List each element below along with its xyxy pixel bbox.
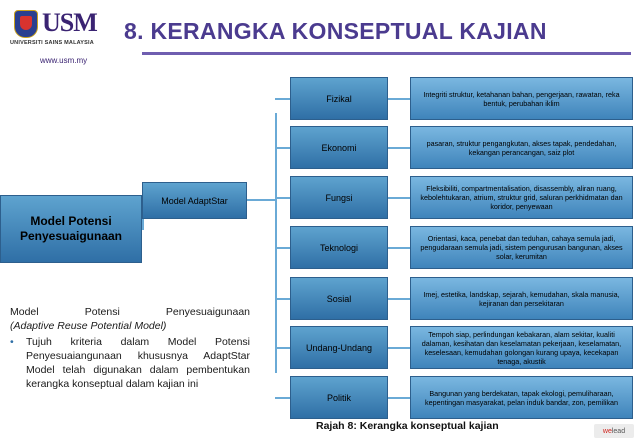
title-underline bbox=[142, 52, 631, 55]
connector-trunk-category bbox=[275, 298, 290, 300]
website-url: www.usm.my bbox=[40, 56, 88, 65]
category-box: Sosial bbox=[290, 277, 388, 320]
bullet-item: • Tujuh kriteria dalam Model Potensi Pen… bbox=[10, 335, 250, 391]
logo-wordmark: USM bbox=[42, 8, 98, 37]
category-box: Politik bbox=[290, 376, 388, 419]
connector-trunk-category bbox=[275, 397, 290, 399]
connector-mid-trunk bbox=[247, 199, 277, 201]
category-description: Fleksibiliti, compartmentalisation, disa… bbox=[410, 176, 633, 219]
university-crest-icon bbox=[14, 10, 38, 38]
category-box: Undang-Undang bbox=[290, 326, 388, 369]
figure-caption: Rajah 8: Kerangka konseptual kajian bbox=[316, 420, 499, 432]
model-description: Model Potensi Penyesuaigunaan (Adaptive … bbox=[10, 305, 250, 391]
connector-trunk-category bbox=[275, 347, 290, 349]
watermark-brand: lead bbox=[611, 427, 626, 435]
bullet-icon: • bbox=[10, 336, 14, 348]
category-box: Teknologi bbox=[290, 226, 388, 269]
model-heading: Model Potensi Penyesuaigunaan bbox=[10, 305, 250, 319]
usm-logo bbox=[8, 6, 128, 68]
category-box: Ekonomi bbox=[290, 126, 388, 169]
connector-category-description bbox=[388, 98, 410, 100]
watermark-prefix: we bbox=[602, 427, 612, 435]
model-heading-english: (Adaptive Reuse Potential Model) bbox=[10, 320, 167, 332]
category-description: Tempoh siap, perlindungan kebakaran, ala… bbox=[410, 326, 633, 369]
connector-trunk-category bbox=[275, 98, 290, 100]
heading-word: Model bbox=[10, 306, 39, 318]
logo-subtitle: UNIVERSITI SAINS MALAYSIA bbox=[10, 40, 94, 46]
page-title: 8. KERANGKA KONSEPTUAL KAJIAN bbox=[124, 18, 547, 44]
connector-trunk-category bbox=[275, 147, 290, 149]
connector-category-description bbox=[388, 397, 410, 399]
connector-trunk-category bbox=[275, 247, 290, 249]
connector-category-description bbox=[388, 197, 410, 199]
root-box: Model Potensi Penyesuaigunaan bbox=[0, 195, 142, 263]
category-description: Imej, estetika, landskap, sejarah, kemud… bbox=[410, 277, 633, 320]
adaptstar-box: Model AdaptStar bbox=[142, 182, 247, 219]
bullet-text: Tujuh kriteria dalam Model Potensi Penye… bbox=[26, 336, 250, 390]
category-description: Bangunan yang berdekatan, tapak ekologi,… bbox=[410, 376, 633, 419]
connector-category-description bbox=[388, 147, 410, 149]
category-description: Orientasi, kaca, penebat dan teduhan, ca… bbox=[410, 226, 633, 269]
connector-trunk bbox=[275, 113, 277, 373]
heading-word: Penyesuaigunaan bbox=[165, 306, 250, 318]
connector-trunk-category bbox=[275, 197, 290, 199]
connector-category-description bbox=[388, 347, 410, 349]
category-description: pasaran, struktur pengangkutan, akses ta… bbox=[410, 126, 633, 169]
category-box: Fungsi bbox=[290, 176, 388, 219]
connector-root-mid bbox=[142, 218, 144, 230]
category-box: Fizikal bbox=[290, 77, 388, 120]
category-description: Integriti struktur, ketahanan bahan, pen… bbox=[410, 77, 633, 120]
connector-category-description bbox=[388, 298, 410, 300]
heading-word: Potensi bbox=[84, 306, 120, 318]
connector-category-description bbox=[388, 247, 410, 249]
